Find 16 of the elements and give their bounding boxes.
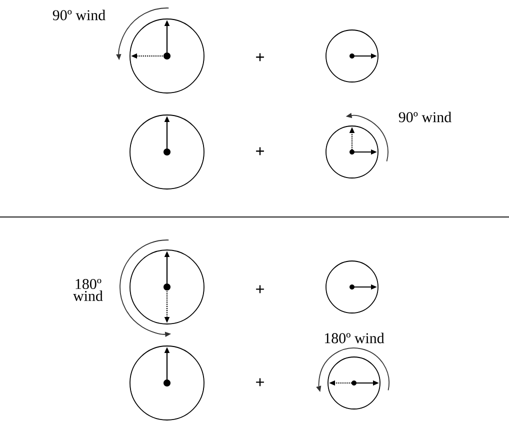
circle (130, 346, 204, 420)
circle (328, 356, 380, 410)
circle (130, 18, 204, 94)
circle (130, 114, 204, 190)
rotation-label: 90º wind (398, 112, 452, 122)
circle (326, 126, 378, 178)
plus-sign: + (256, 147, 264, 156)
rotation-label: 180º wind (73, 278, 103, 302)
circle (326, 260, 378, 314)
circle (326, 30, 378, 82)
rotation-label: 90º wind (52, 10, 106, 20)
rotation-label: 180º wind (324, 332, 384, 344)
circle (130, 250, 204, 324)
plus-sign: + (256, 378, 264, 386)
plus-sign: + (256, 53, 264, 62)
plus-sign: + (256, 285, 264, 294)
